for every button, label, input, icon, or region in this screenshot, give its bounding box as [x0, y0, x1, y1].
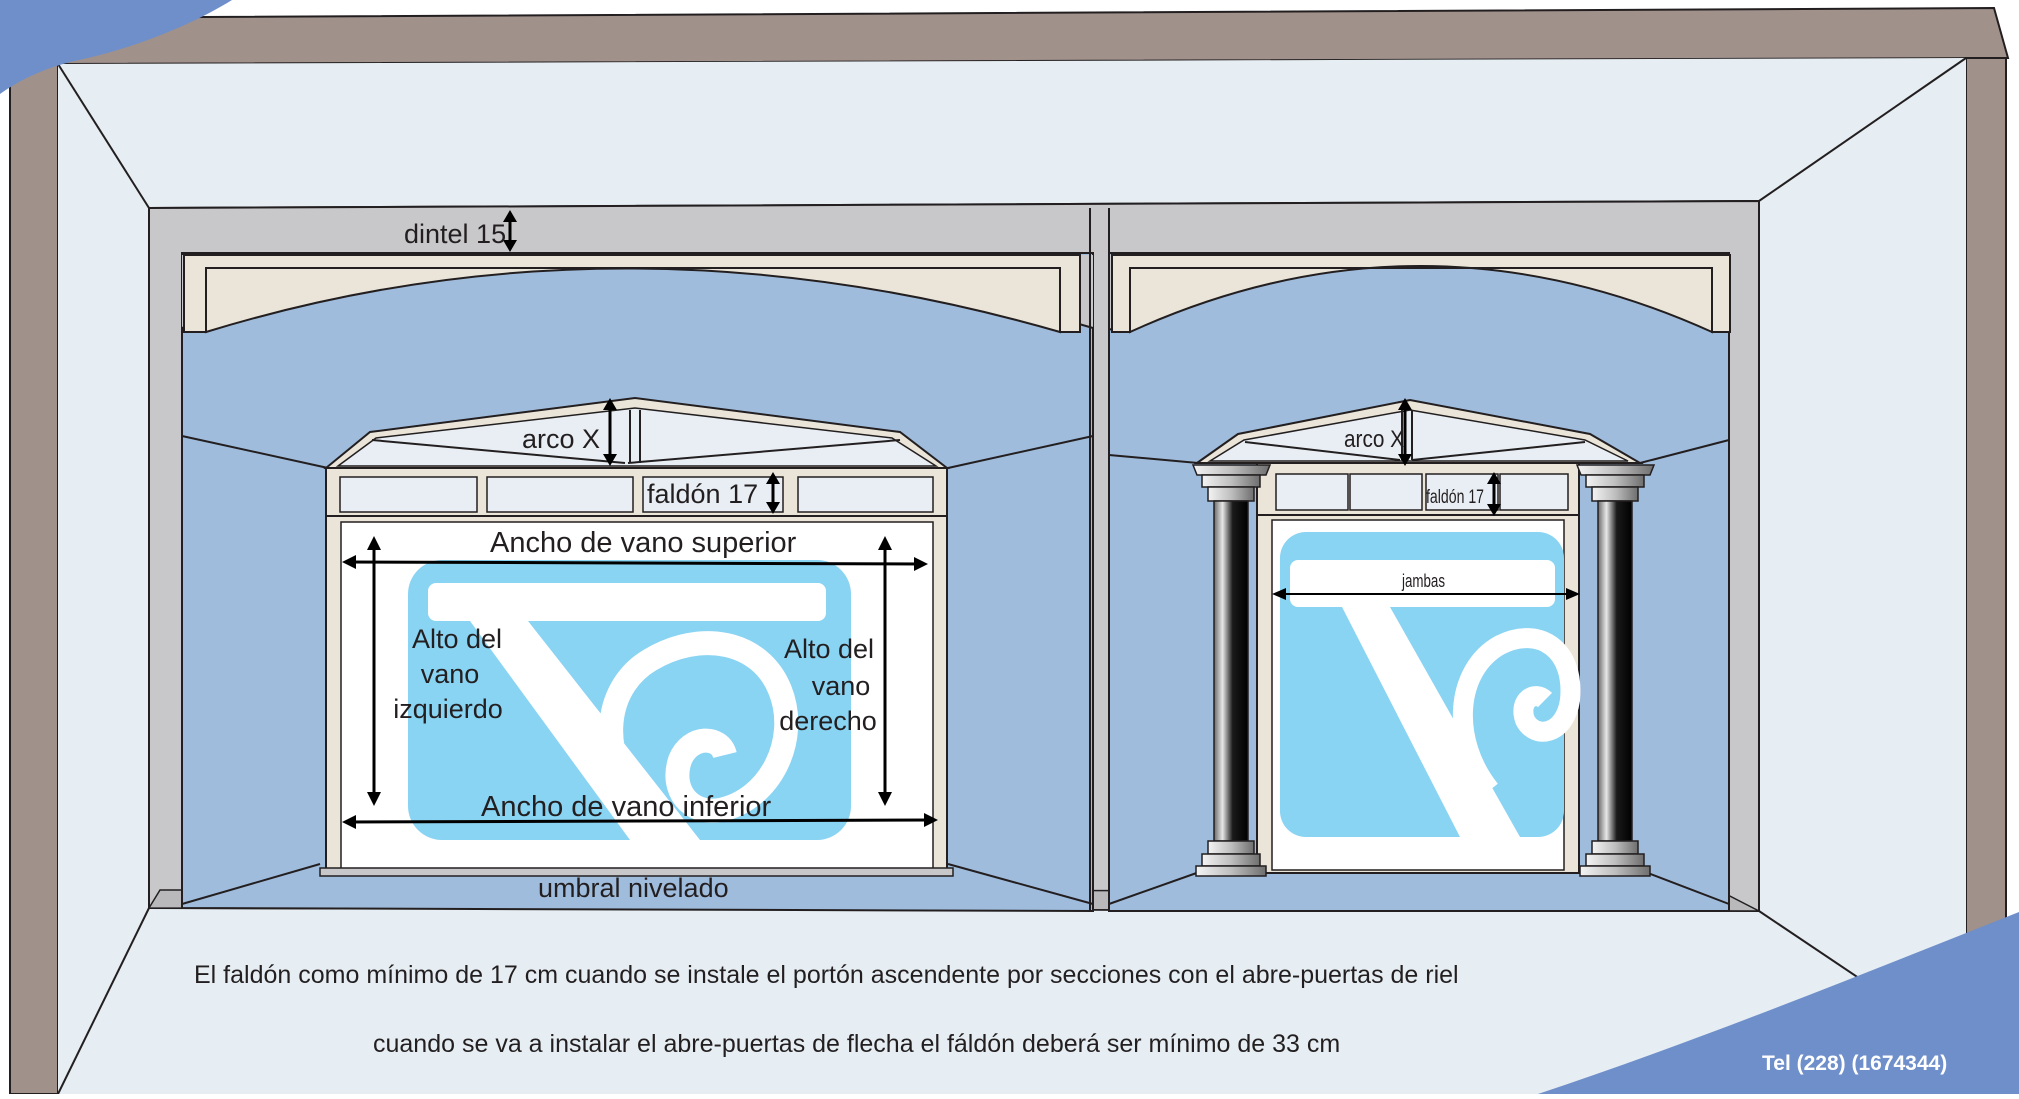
arch-label-right: arco X [1344, 426, 1404, 453]
jambs-label: jambas [1401, 571, 1445, 591]
dimension-arrows-right [1272, 398, 1580, 600]
skirt-label-right: faldón 17 [1426, 487, 1484, 508]
svg-text:vano: vano [812, 671, 871, 701]
corner-decoration-top-left [0, 0, 232, 94]
column-left [1191, 464, 1272, 877]
corner-decoration-bottom-right [1538, 912, 2019, 1094]
svg-text:Alto del: Alto del [784, 634, 874, 664]
threshold-label: umbral nivelado [538, 873, 729, 903]
svg-text:Alto del: Alto del [412, 624, 502, 654]
top-width-label: Ancho de vano superior [490, 527, 797, 559]
column-right [1575, 464, 1656, 877]
left-height-label: Alto del vano izquierdo [393, 624, 503, 724]
note-line-2: cuando se va a instalar el abre-puertas … [373, 1030, 1340, 1058]
dimension-arrows-left [342, 210, 938, 829]
logo-left [408, 560, 851, 840]
note-line-1: El faldón como mínimo de 17 cm cuando se… [194, 961, 1459, 989]
skirt-label-left: faldón 17 [647, 479, 758, 509]
right-height-label: Alto del vano derecho [779, 634, 877, 736]
svg-text:izquierdo: izquierdo [393, 694, 503, 724]
logo-right [1280, 532, 1581, 837]
bottom-width-label: Ancho de vano inferior [481, 791, 772, 823]
phone-number: Tel (228) (1674344) [1762, 1052, 1947, 1075]
svg-text:vano: vano [421, 659, 480, 689]
arch-label-left: arco X [522, 424, 600, 454]
svg-text:derecho: derecho [779, 706, 877, 736]
lintel-label: dintel 15 [404, 219, 506, 249]
